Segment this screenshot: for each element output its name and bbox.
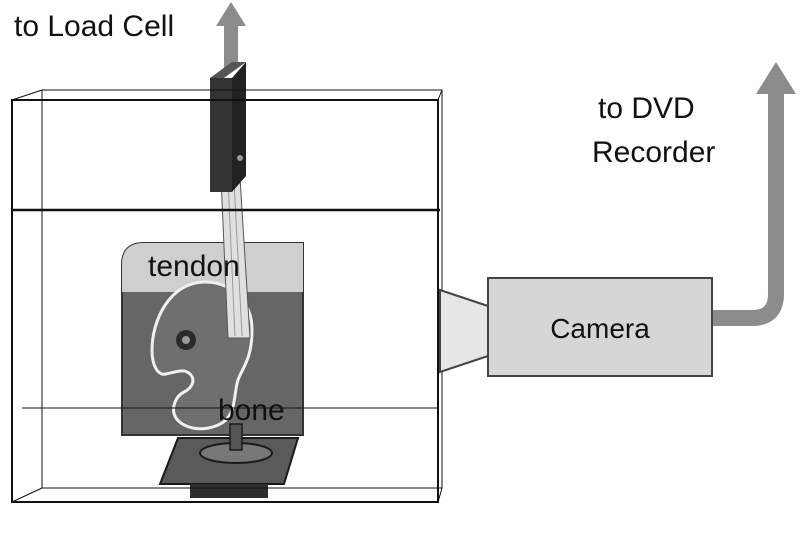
dvd-label-line1: to DVD	[598, 92, 695, 125]
bone-label: bone	[218, 394, 285, 427]
load-cell-label: to Load Cell	[14, 10, 174, 43]
dvd-cable-arrow	[712, 62, 796, 326]
bone-screw-inner	[182, 336, 190, 344]
camera	[439, 277, 713, 377]
camera-label: Camera	[550, 313, 650, 344]
base-platform	[158, 423, 300, 498]
load-cell-clamp	[210, 62, 246, 192]
tendon-label: tendon	[148, 250, 240, 283]
tendon-strip	[220, 177, 251, 339]
load-cell-arrow	[216, 2, 246, 68]
water-tank	[11, 89, 443, 503]
dvd-label-line2: Recorder	[592, 136, 715, 169]
